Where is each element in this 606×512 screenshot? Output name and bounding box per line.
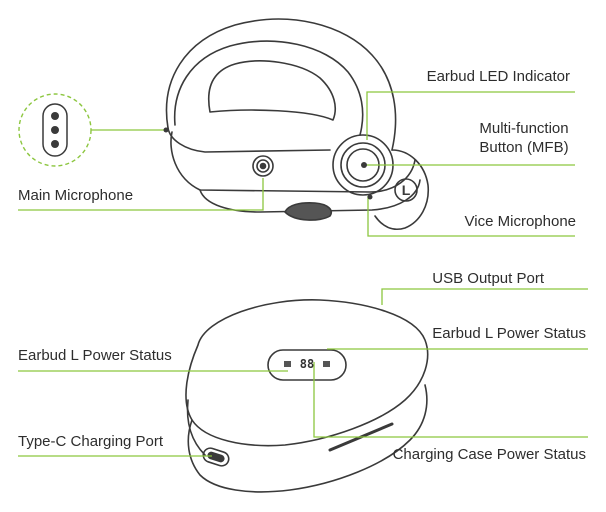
display-bar-left [284,361,291,367]
mic-detail-body [42,103,68,157]
mic-detail-hole-1 [51,112,59,120]
leader-usb-output [381,288,588,305]
leader-lines [18,91,588,457]
case-display [267,349,347,381]
earbud-illustration [165,18,430,231]
label-earbud-led-indicator: Earbud LED Indicator [426,68,570,85]
leader-mfb-dot [361,162,367,168]
ear-hook-outer [165,18,397,151]
label-earbud-l-power-status-left: Earbud L Power Status [18,347,172,364]
label-type-c-charging-port: Type-C Charging Port [18,433,164,450]
leader-case-power [313,362,588,438]
display-bar-right [323,361,330,367]
ear-hook-slot [208,60,336,121]
type-c-port-inner [207,451,225,463]
main-microphone-ring [252,155,274,177]
case-illustration [185,299,429,493]
main-microphone-core [259,162,267,170]
leader-mic-detail-dot [163,127,169,133]
label-mfb-line2: Button (MFB) [479,139,569,156]
leader-main-microphone [18,178,264,211]
label-vice-microphone: Vice Microphone [464,213,576,230]
display-digits: 88 [299,357,315,371]
case-base [187,384,428,493]
type-c-port [202,447,230,467]
label-charging-case-power-status: Charging Case Power Status [392,446,586,463]
earbud-cap [374,149,430,231]
label-earbud-l-power-status-right: Earbud L Power Status [432,325,586,342]
label-usb-output-port: USB Output Port [432,270,544,287]
ear-hook-inner [173,40,364,136]
mic-detail [18,93,92,167]
side-mark-letter: L [401,182,411,198]
earbud-body-top [167,127,331,153]
label-main-microphone: Main Microphone [18,187,134,204]
leader-vice-dot [367,194,373,200]
leader-led-indicator [366,91,575,140]
earbud-body [170,131,416,193]
mic-detail-hole-2 [51,126,59,134]
label-mfb-line1: Multi-function [479,120,569,137]
speaker-nozzle [284,202,332,221]
main-microphone-inner [256,159,270,173]
leader-vice-microphone [367,196,575,237]
side-mark-circle [394,178,418,202]
mic-detail-hole-3 [51,140,59,148]
display-indicators [284,361,330,367]
case-base-seam [186,399,206,456]
case-lid [185,299,429,447]
